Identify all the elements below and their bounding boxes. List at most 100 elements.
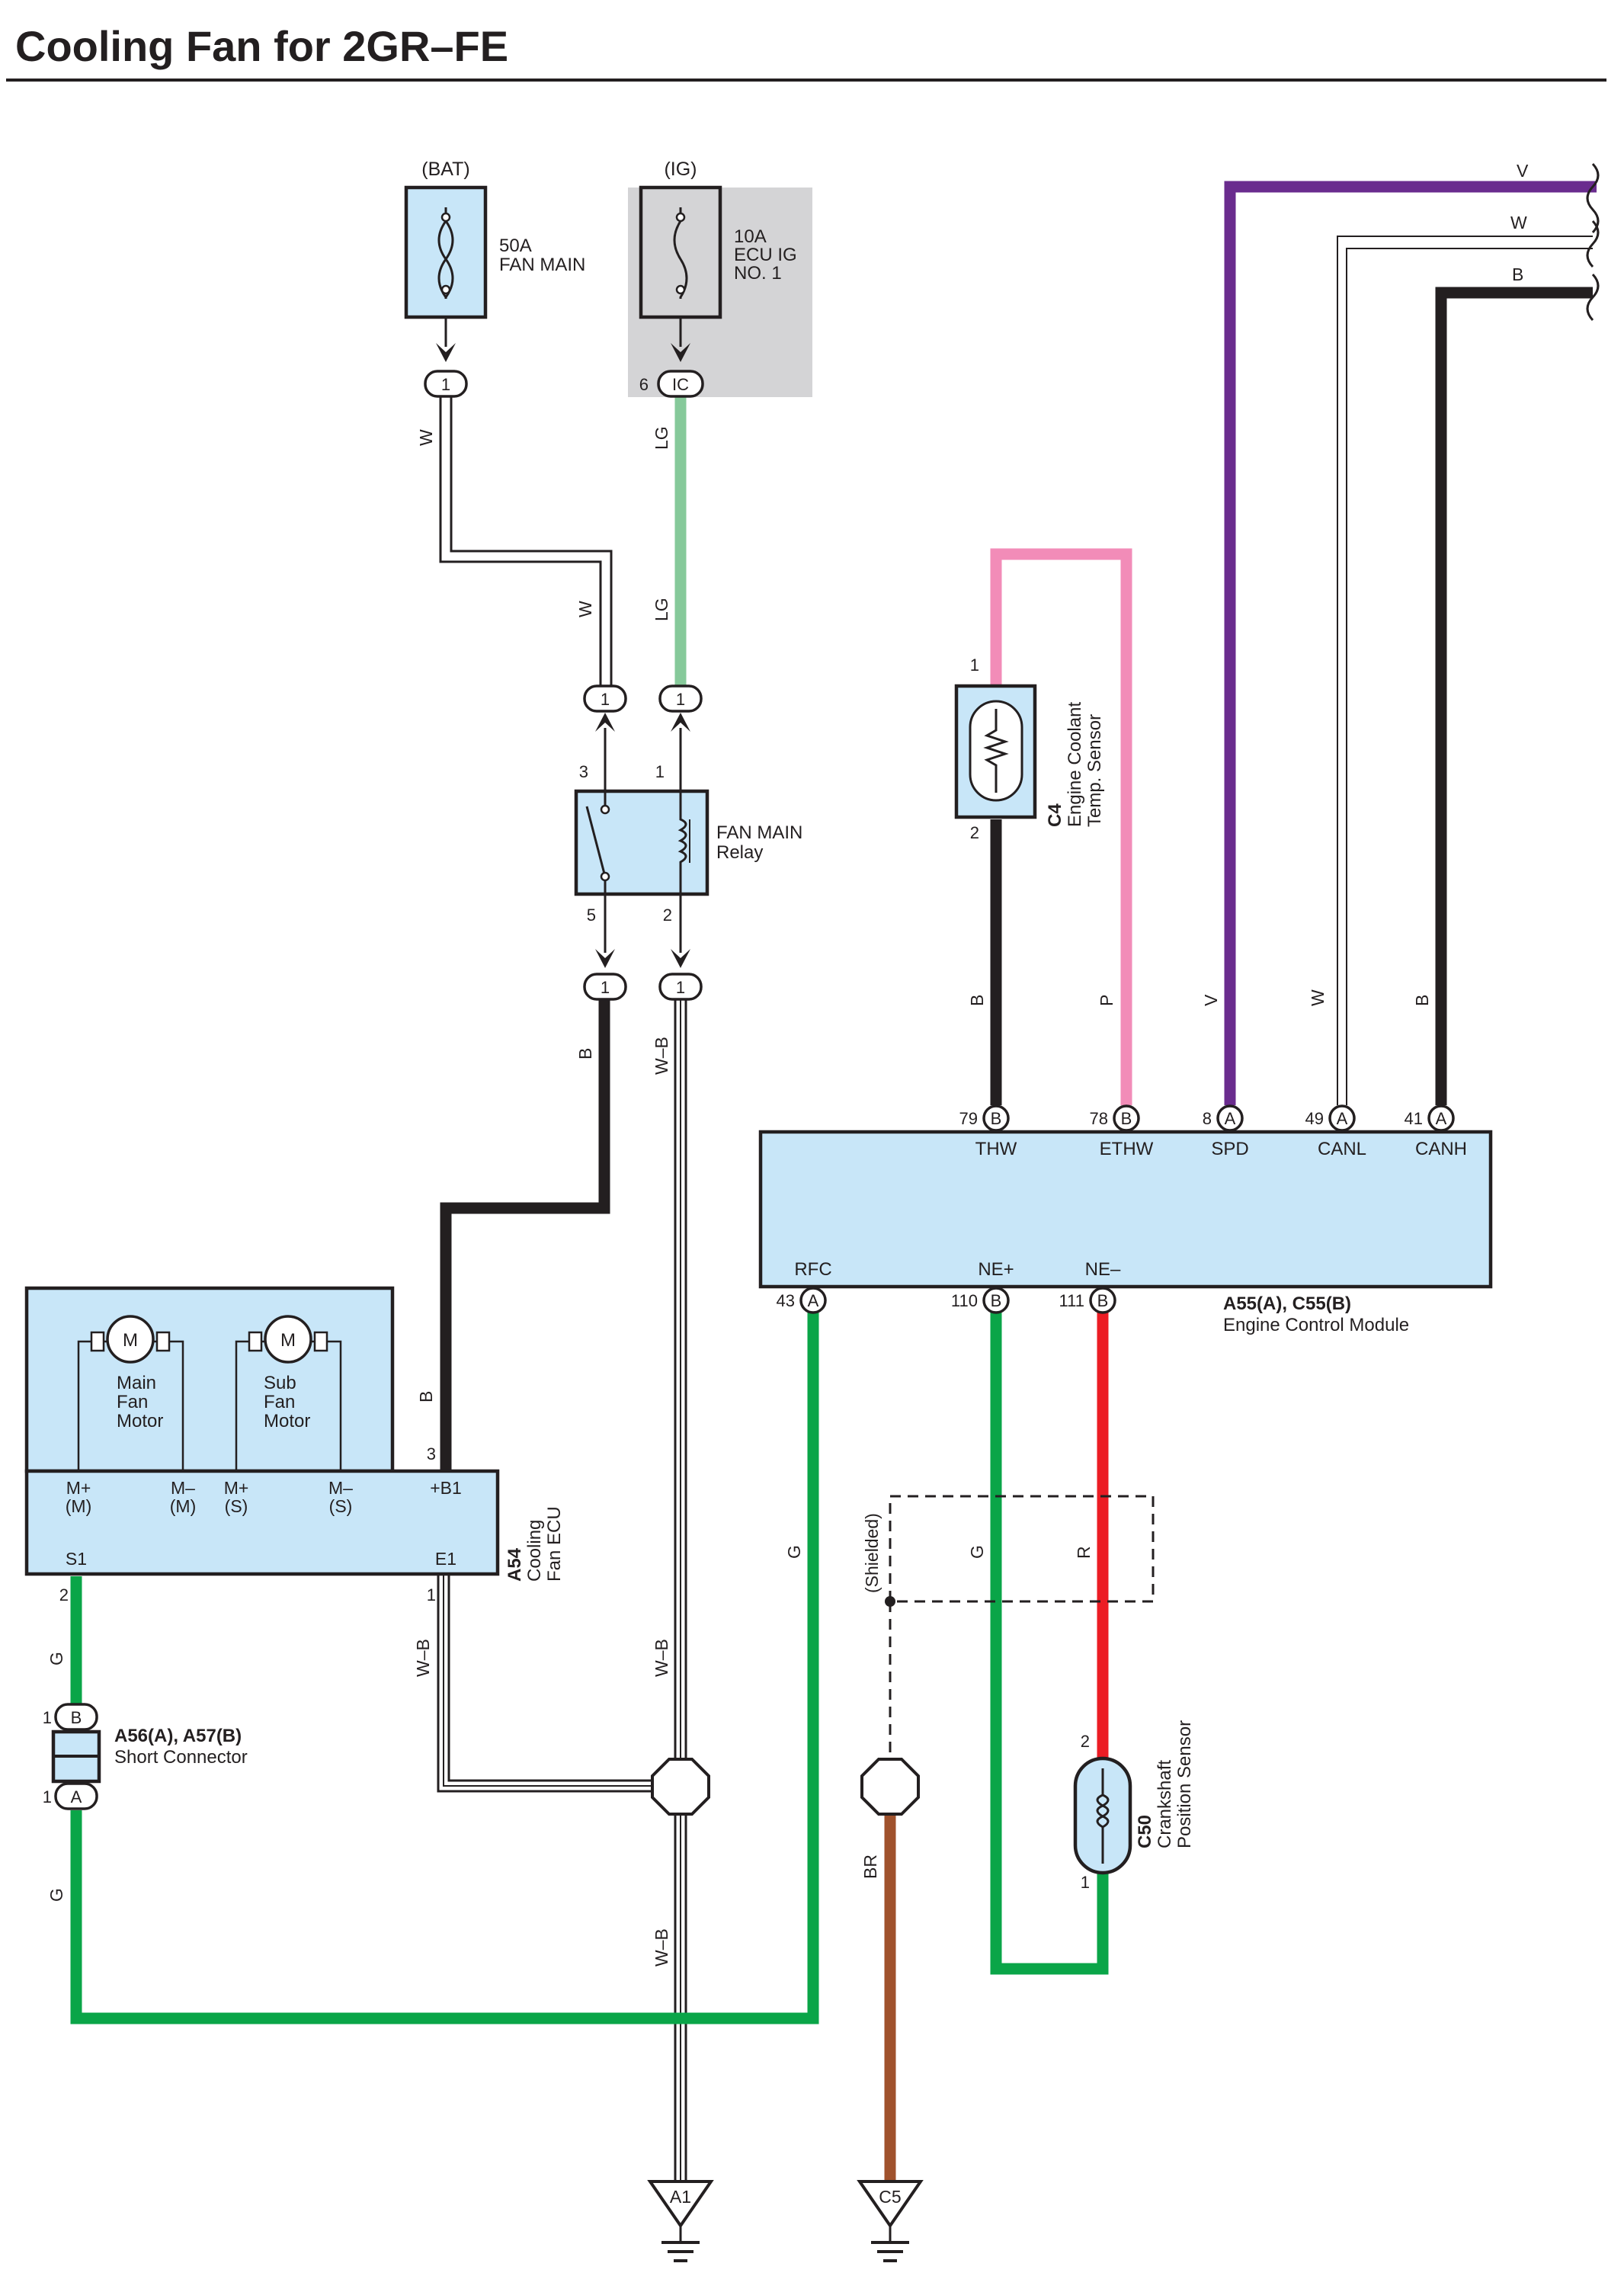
wire-e1-wb-outline bbox=[437, 1574, 671, 1793]
wire-e1-wb bbox=[439, 1574, 671, 1790]
relay-pin-1: 1 bbox=[655, 762, 665, 781]
terminal-mplus-m-1: M+ bbox=[66, 1478, 91, 1498]
ckp-pickup-coil bbox=[1096, 1768, 1106, 1864]
wire-canh-b bbox=[1435, 287, 1593, 1105]
terminal-mminus-m-2: (M) bbox=[170, 1496, 196, 1516]
relay-out-5-arrow bbox=[595, 949, 615, 968]
label-ne-r: R bbox=[1074, 1546, 1094, 1559]
ground-a1-triangle bbox=[647, 2180, 714, 2229]
wire-spd-v bbox=[1224, 181, 1597, 1105]
fuse-ecu-ig-rating: 10A bbox=[734, 226, 767, 247]
fan-motor-housing bbox=[24, 1286, 395, 1473]
wire-canl-w-b bbox=[1346, 248, 1593, 1105]
short-connector-pin-a bbox=[54, 1782, 98, 1810]
sub-motor-label-1: Sub bbox=[264, 1373, 296, 1393]
cooling-fan-ecu bbox=[24, 1469, 500, 1576]
terminal-mplus-s-1: M+ bbox=[224, 1478, 249, 1498]
relay-in-lg-arrow bbox=[671, 713, 690, 732]
relay-in-w-connector bbox=[583, 684, 627, 713]
ckp-name-1: Crankshaft bbox=[1155, 1760, 1175, 1848]
label-low-wb: W–B bbox=[652, 1928, 671, 1967]
fuse-fan-main-rating: 50A bbox=[499, 236, 532, 256]
short-connector-pin-b-label: B bbox=[71, 1708, 82, 1727]
break-mark-w bbox=[1586, 220, 1600, 268]
break-mark-b bbox=[1586, 273, 1600, 322]
sub-motor-brush-r bbox=[313, 1331, 328, 1352]
ecm-pin-canl bbox=[1328, 1104, 1356, 1132]
ect-pin-bottom: 2 bbox=[970, 823, 979, 842]
wire-relay-b bbox=[440, 995, 610, 1475]
break-mark-v bbox=[1586, 162, 1600, 234]
bat-connector-pin bbox=[424, 370, 468, 398]
fan-ecu-pin-2: 2 bbox=[59, 1585, 69, 1604]
relay-out-5-connector-label: 1 bbox=[601, 978, 610, 997]
bat-connector-arrow bbox=[436, 343, 456, 362]
short-connector-pin-a-label: A bbox=[71, 1787, 82, 1806]
ground-c5-triangle bbox=[857, 2180, 924, 2229]
ckp-pin-bottom: 1 bbox=[1081, 1873, 1090, 1892]
ect-code: C4 bbox=[1045, 803, 1065, 827]
wire-rfc-g bbox=[70, 1305, 819, 2024]
relay-out-2-connector bbox=[658, 973, 703, 1001]
label-top-b: B bbox=[1512, 264, 1523, 284]
label-top-w: W bbox=[1510, 213, 1527, 232]
label-relay-wb: W–B bbox=[652, 1037, 671, 1075]
label-bat-w1: W bbox=[416, 429, 436, 446]
relay-name-2: Relay bbox=[716, 842, 763, 863]
wire-ethw-p bbox=[990, 548, 1132, 1105]
label-spd-v: V bbox=[1201, 994, 1221, 1006]
bat-connector-pin-label: 1 bbox=[441, 375, 450, 394]
ect-pin-top: 1 bbox=[970, 656, 979, 675]
ecm-terminal-rfc: RFC bbox=[794, 1259, 831, 1280]
terminal-mminus-m-1: M– bbox=[171, 1478, 195, 1498]
label-sc-g: G bbox=[46, 1888, 66, 1902]
sub-motor-brush-l bbox=[248, 1331, 263, 1352]
short-connector-pin-b-no: 1 bbox=[43, 1708, 52, 1727]
wire-canl-w-a bbox=[1337, 236, 1593, 1105]
ecm-terminal-canl: CANL bbox=[1318, 1139, 1366, 1159]
fuse-fan-main-element-b bbox=[437, 220, 454, 298]
label-canl-w: W bbox=[1308, 989, 1328, 1006]
ig-connector-pin-label: IC bbox=[672, 375, 689, 394]
ecm-pin-ne-plus bbox=[982, 1287, 1010, 1314]
relay-in-w-arrow bbox=[595, 713, 615, 732]
terminal-mplus-s-2: (S) bbox=[225, 1496, 248, 1516]
ecm-pin-no-ne-plus: 110 bbox=[951, 1291, 978, 1310]
ground-a1-label: A1 bbox=[670, 2187, 691, 2207]
ecm-pin-no-thw: 79 bbox=[959, 1109, 978, 1128]
ecm-terminal-ne-plus: NE+ bbox=[978, 1259, 1014, 1280]
ecm-pin-rfc bbox=[799, 1287, 827, 1314]
fuse-fan-main-terminal-a bbox=[440, 212, 451, 223]
relay-pin-5: 5 bbox=[587, 906, 596, 925]
page-title: Cooling Fan for 2GR–FE bbox=[15, 22, 508, 70]
ecm-pin-conn-ne-minus: B bbox=[1097, 1291, 1109, 1310]
label-ect-p: P bbox=[1097, 995, 1116, 1006]
ecm-pin-canh bbox=[1427, 1104, 1455, 1132]
fuse-ecu-ig-terminal-a bbox=[675, 212, 686, 223]
relay-switch-contact-b bbox=[600, 871, 610, 882]
wire-e1-wb-stripe bbox=[443, 1574, 671, 1787]
fuse-ecu-ig-name-2: NO. 1 bbox=[734, 263, 782, 284]
short-connector-code: A56(A), A57(B) bbox=[114, 1726, 242, 1746]
shield-junction bbox=[885, 1596, 895, 1607]
ecm-pin-conn-spd: A bbox=[1225, 1109, 1236, 1128]
ecm-terminal-thw: THW bbox=[975, 1139, 1017, 1159]
sub-motor-label-3: Motor bbox=[264, 1411, 310, 1431]
main-motor-label-1: Main bbox=[117, 1373, 156, 1393]
label-ecu-b: B bbox=[416, 1391, 436, 1402]
wires bbox=[70, 162, 1600, 2188]
label-top-v: V bbox=[1517, 161, 1529, 181]
ecm-pin-no-canl: 49 bbox=[1305, 1109, 1324, 1128]
main-fan-motor-icon bbox=[106, 1315, 155, 1364]
bat-supply-label: (BAT) bbox=[421, 159, 469, 180]
ecm-pin-conn-canh: A bbox=[1436, 1109, 1447, 1128]
ig-connector-pin-no: 6 bbox=[639, 375, 649, 394]
label-relay-b: B bbox=[575, 1048, 595, 1059]
ig-connector-pin bbox=[657, 370, 704, 398]
label-ig-lg1: LG bbox=[652, 426, 671, 450]
engine-control-module bbox=[758, 1130, 1493, 1289]
ground-c5: C5 bbox=[857, 2180, 924, 2262]
